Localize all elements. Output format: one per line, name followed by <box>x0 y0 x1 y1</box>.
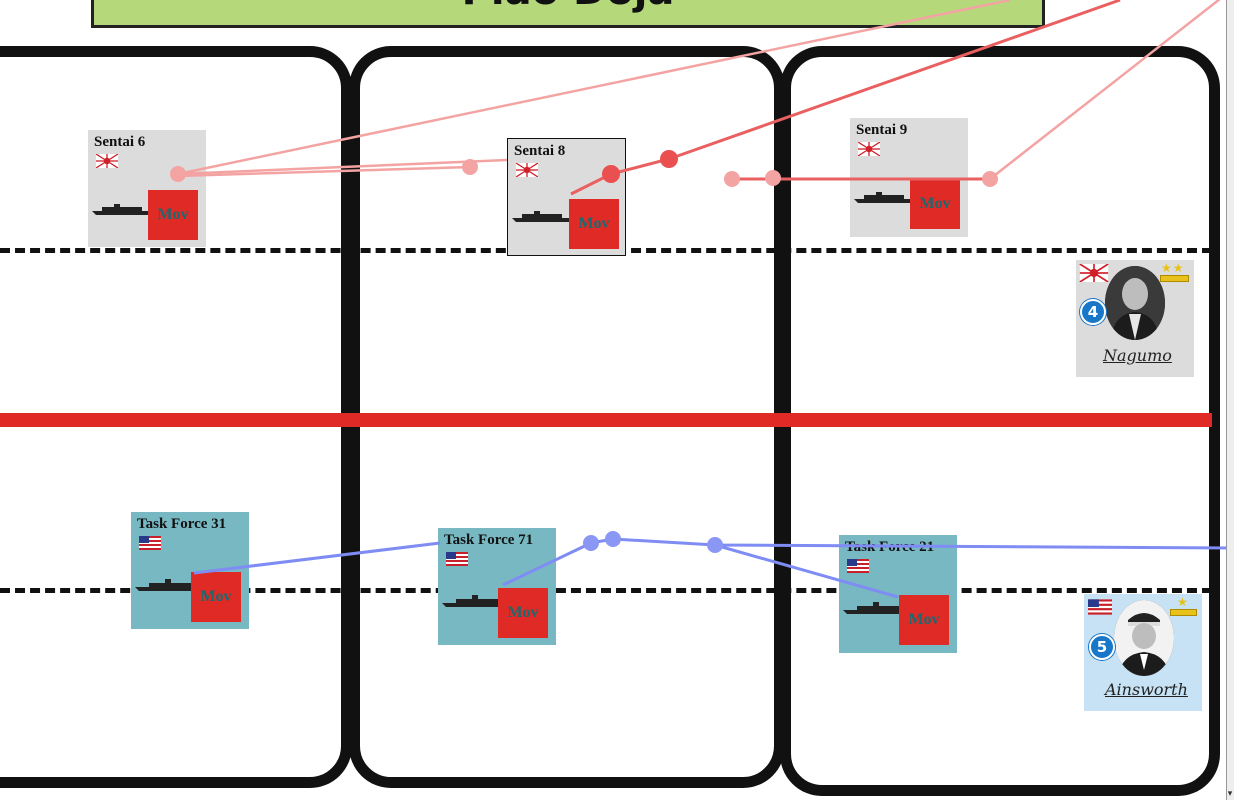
admiral-portrait-icon <box>1114 600 1174 676</box>
rank-bar <box>1160 275 1189 282</box>
move-action-button[interactable]: Mov <box>910 179 960 229</box>
japan-flag-icon <box>516 163 538 177</box>
move-action-button[interactable]: Mov <box>569 199 619 249</box>
us-flag-icon <box>139 536 161 550</box>
board-title-banner: Plao Doja <box>91 0 1045 28</box>
counter-sentai-9[interactable]: Sentai 9 Mov <box>850 118 968 237</box>
leader-card-ainsworth[interactable]: ★ 5 Ainsworth <box>1084 594 1202 711</box>
leader-portrait <box>1114 600 1174 676</box>
counter-task-force-21[interactable]: Task Force 21 Mov <box>839 535 957 653</box>
counter-name: Task Force 31 <box>137 516 227 532</box>
rank-stars-icon: ★★ <box>1161 261 1185 275</box>
rank-bar <box>1170 609 1197 616</box>
us-flag-icon <box>446 552 468 566</box>
us-flag-icon <box>1088 599 1112 615</box>
move-action-button[interactable]: Mov <box>148 190 198 240</box>
japan-flag-icon <box>858 142 880 156</box>
scroll-down-arrow-icon[interactable]: ▾ <box>1227 789 1233 799</box>
japan-flag-icon <box>1079 264 1109 282</box>
japan-flag-icon <box>96 154 118 168</box>
leader-name: Ainsworth <box>1105 680 1188 699</box>
counter-name: Task Force 71 <box>444 532 534 548</box>
counter-name: Sentai 8 <box>514 143 566 159</box>
front-line-divider <box>0 413 1212 427</box>
vertical-scrollbar[interactable] <box>1226 0 1234 800</box>
leader-card-nagumo[interactable]: ★★ 4 Nagumo <box>1076 260 1194 377</box>
counter-task-force-71[interactable]: Task Force 71 Mov <box>438 528 556 645</box>
counter-name: Sentai 6 <box>94 134 146 150</box>
move-action-button[interactable]: Mov <box>498 588 548 638</box>
counter-sentai-8[interactable]: Sentai 8 Mov <box>507 138 626 256</box>
counter-name: Task Force 21 <box>845 539 935 555</box>
rank-stars-icon: ★ <box>1177 595 1189 609</box>
counter-sentai-6[interactable]: Sentai 6 Mov <box>88 130 206 247</box>
move-action-button[interactable]: Mov <box>899 595 949 645</box>
leader-rating-badge: 4 <box>1080 299 1106 325</box>
admiral-portrait-icon <box>1105 266 1165 340</box>
move-action-button[interactable]: Mov <box>191 572 241 622</box>
leader-portrait <box>1105 266 1165 340</box>
counter-task-force-31[interactable]: Task Force 31 Mov <box>131 512 249 629</box>
counter-name: Sentai 9 <box>856 122 908 138</box>
us-flag-icon <box>847 559 869 573</box>
leader-rating-badge: 5 <box>1089 634 1115 660</box>
leader-name: Nagumo <box>1103 346 1172 365</box>
allied-range-dashed-line <box>0 588 1212 593</box>
board-title: Plao Doja <box>462 0 675 11</box>
